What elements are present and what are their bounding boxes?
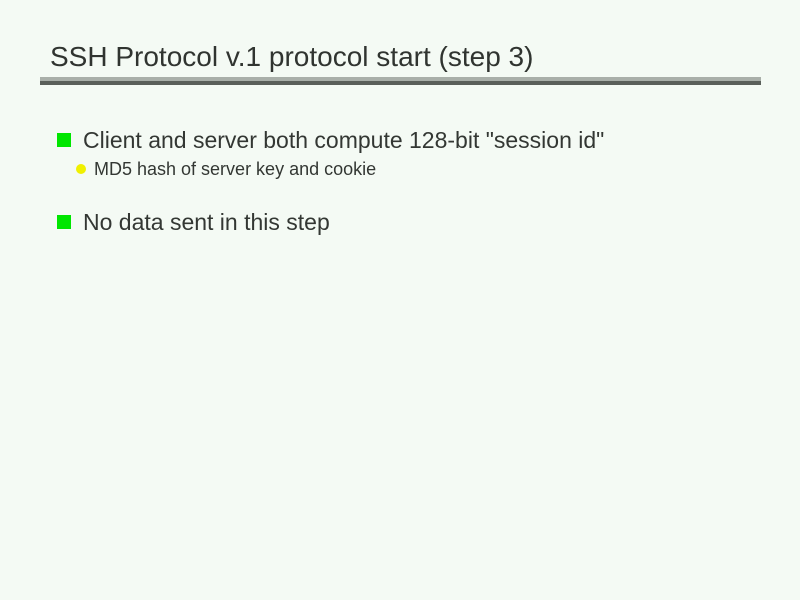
- bullet-text: No data sent in this step: [83, 209, 330, 235]
- subbullet-item-md5-hash: MD5 hash of server key and cookie: [76, 158, 376, 180]
- rule-top-band: [40, 77, 761, 81]
- bullet-text: Client and server both compute 128-bit "…: [83, 127, 605, 153]
- bullet-item-no-data: No data sent in this step: [57, 208, 330, 236]
- green-square-bullet-icon: [57, 215, 71, 229]
- slide-title: SSH Protocol v.1 protocol start (step 3): [50, 41, 534, 72]
- green-square-bullet-icon: [57, 133, 71, 147]
- yellow-circle-bullet-icon: [76, 164, 86, 174]
- title-underline-rule: [40, 77, 761, 85]
- subbullet-text: MD5 hash of server key and cookie: [94, 159, 377, 179]
- rule-bottom-band: [40, 81, 761, 85]
- bullet-item-session-id: Client and server both compute 128-bit "…: [57, 126, 604, 154]
